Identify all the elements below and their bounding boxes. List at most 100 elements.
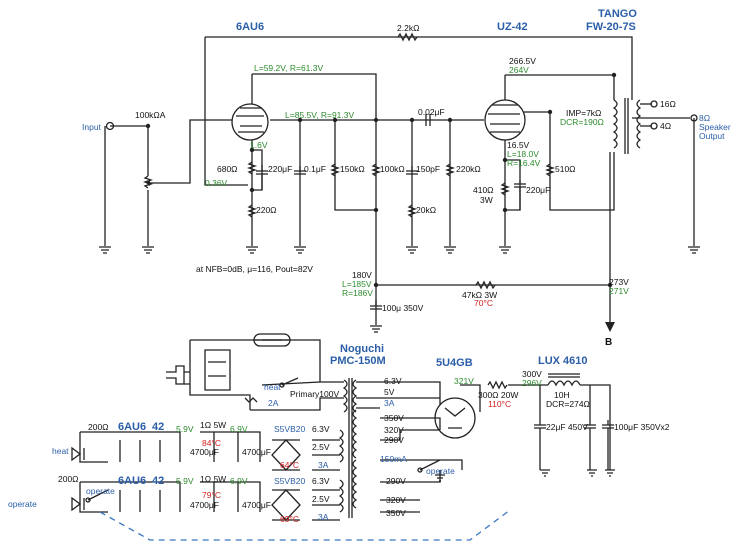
label-8ohm: 8Ω — [699, 113, 710, 123]
t-110: 110°C — [488, 399, 511, 409]
v-6au6-plate: L=59.2V, R=61.3V — [254, 63, 323, 73]
wiring — [104, 36, 695, 330]
label-002u: 0.02μF — [418, 107, 445, 117]
label-4700-4: 4700μF — [242, 500, 271, 510]
t-79: 79°C — [202, 490, 221, 500]
choke — [547, 373, 581, 387]
label-22u: 22μF 450V — [546, 422, 588, 432]
v-L185: L=185V — [342, 279, 372, 289]
power-transformer — [338, 378, 358, 518]
b-arrow — [605, 322, 615, 332]
label-510: 510Ω — [555, 164, 576, 174]
label-bot-6au6-1: 6AU6 — [118, 421, 146, 433]
w-290-bot: 290V — [386, 476, 406, 486]
w-3a-top: 3A — [384, 398, 395, 408]
label-uz42: UZ-42 — [497, 21, 528, 33]
label-10h: 10H — [554, 390, 570, 400]
label-operate-3: operate — [426, 466, 455, 476]
label-noguchi: Noguchi — [340, 343, 384, 355]
label-220k: 220kΩ — [456, 164, 481, 174]
label-b: B — [605, 337, 612, 348]
t-84: 84°C — [202, 438, 221, 448]
w-350-bot: 350V — [386, 508, 406, 518]
v-2665: 266.5V — [509, 56, 536, 66]
v-69a: 6.9V — [230, 424, 248, 434]
label-6au6: 6AU6 — [236, 21, 264, 33]
label-100u2: 100μF 350Vx2 — [614, 422, 670, 432]
v-69b: 6.9V — [230, 476, 248, 486]
t-70: 70°C — [474, 298, 493, 308]
v-296: 296V — [522, 378, 542, 388]
label-3w: 3W — [480, 195, 493, 205]
switches — [71, 446, 441, 512]
label-200-1: 200Ω — [88, 422, 109, 432]
label-4700-2: 4700μF — [242, 447, 271, 457]
label-operate-1: operate — [8, 499, 37, 509]
v-300: 300V — [522, 369, 542, 379]
label-bot-42-2: 42 — [152, 475, 164, 487]
capacitors — [256, 114, 614, 470]
w-5v: 5V — [384, 387, 395, 397]
w-320-bot: 320V — [386, 495, 406, 505]
label-operate-2: operate — [86, 486, 115, 496]
label-410: 410Ω — [473, 185, 494, 195]
ground-symbols — [99, 246, 700, 333]
v-180: 180V — [352, 270, 372, 280]
w-63-top: 6.3V — [384, 376, 402, 386]
terminals — [105, 100, 698, 131]
label-bridge-2: S5VB20 — [274, 476, 305, 486]
v-R186: R=186V — [342, 288, 373, 298]
tube-6au6 — [231, 103, 269, 141]
label-1ohm-1: 1Ω 5W — [200, 420, 226, 430]
label-4ohm: 4Ω — [660, 121, 671, 131]
label-150p: 150pF — [416, 164, 440, 174]
label-150k: 150kΩ — [340, 164, 365, 174]
label-2k2: 2.2kΩ — [397, 23, 419, 33]
w-3a-mid: 3A — [318, 460, 329, 470]
v-59b: 5.9V — [176, 476, 194, 486]
label-16ohm: 16Ω — [660, 99, 676, 109]
v-R16: R=16.4V — [507, 158, 541, 168]
v-6au6-screen: L=85.5V, R=91.3V — [285, 110, 354, 120]
label-dcr: DCR=190Ω — [560, 117, 604, 127]
v-321: 321V — [454, 376, 474, 386]
w-290-top: 290V — [384, 435, 404, 445]
label-bridge-1: S5VB20 — [274, 424, 305, 434]
tube-5u4gb — [434, 397, 476, 439]
v-6au6-cathode: 1.6V — [250, 140, 268, 150]
label-20k: 20kΩ — [416, 205, 436, 215]
label-100k: 100kΩ — [380, 164, 405, 174]
v-59a: 5.9V — [176, 424, 194, 434]
label-choke-dcr: DCR=274Ω — [546, 399, 590, 409]
label-heat-2: heat — [52, 446, 69, 456]
label-bot-42-1: 42 — [152, 421, 164, 433]
w-3a-bot: 3A — [318, 512, 329, 522]
label-output: Output — [699, 131, 725, 141]
output-transformer — [612, 98, 642, 154]
v-264: 264V — [509, 65, 529, 75]
w-150ma: 150mA — [380, 454, 407, 464]
v-036: 0.36V — [205, 178, 228, 188]
label-fw207s: FW-20-7S — [586, 21, 636, 33]
t-64: 64°C — [280, 460, 299, 470]
relay-control-line — [99, 509, 511, 541]
note-nfb: at NFB=0dB, μ=116, Pout=82V — [196, 264, 313, 274]
w-350-top: 350V — [384, 413, 404, 423]
w-63-bot: 6.3V — [312, 476, 330, 486]
label-2a: 2A — [268, 398, 279, 408]
w-320-top: 320V — [384, 425, 404, 435]
label-tango: TANGO — [598, 8, 637, 20]
label-primary: Primary100V — [290, 389, 339, 399]
label-pmc150m: PMC-150M — [330, 355, 386, 367]
label-680: 680Ω — [217, 164, 238, 174]
w-25-b: 2.5V — [312, 494, 330, 504]
label-220: 220Ω — [256, 205, 277, 215]
power-wiring — [79, 339, 615, 521]
label-220u-2: 220μF — [526, 185, 550, 195]
bridge-rectifiers — [271, 439, 301, 521]
w-25-a: 2.5V — [312, 442, 330, 452]
label-220u: 220μF — [268, 164, 292, 174]
label-4700-1: 4700μF — [190, 447, 219, 457]
